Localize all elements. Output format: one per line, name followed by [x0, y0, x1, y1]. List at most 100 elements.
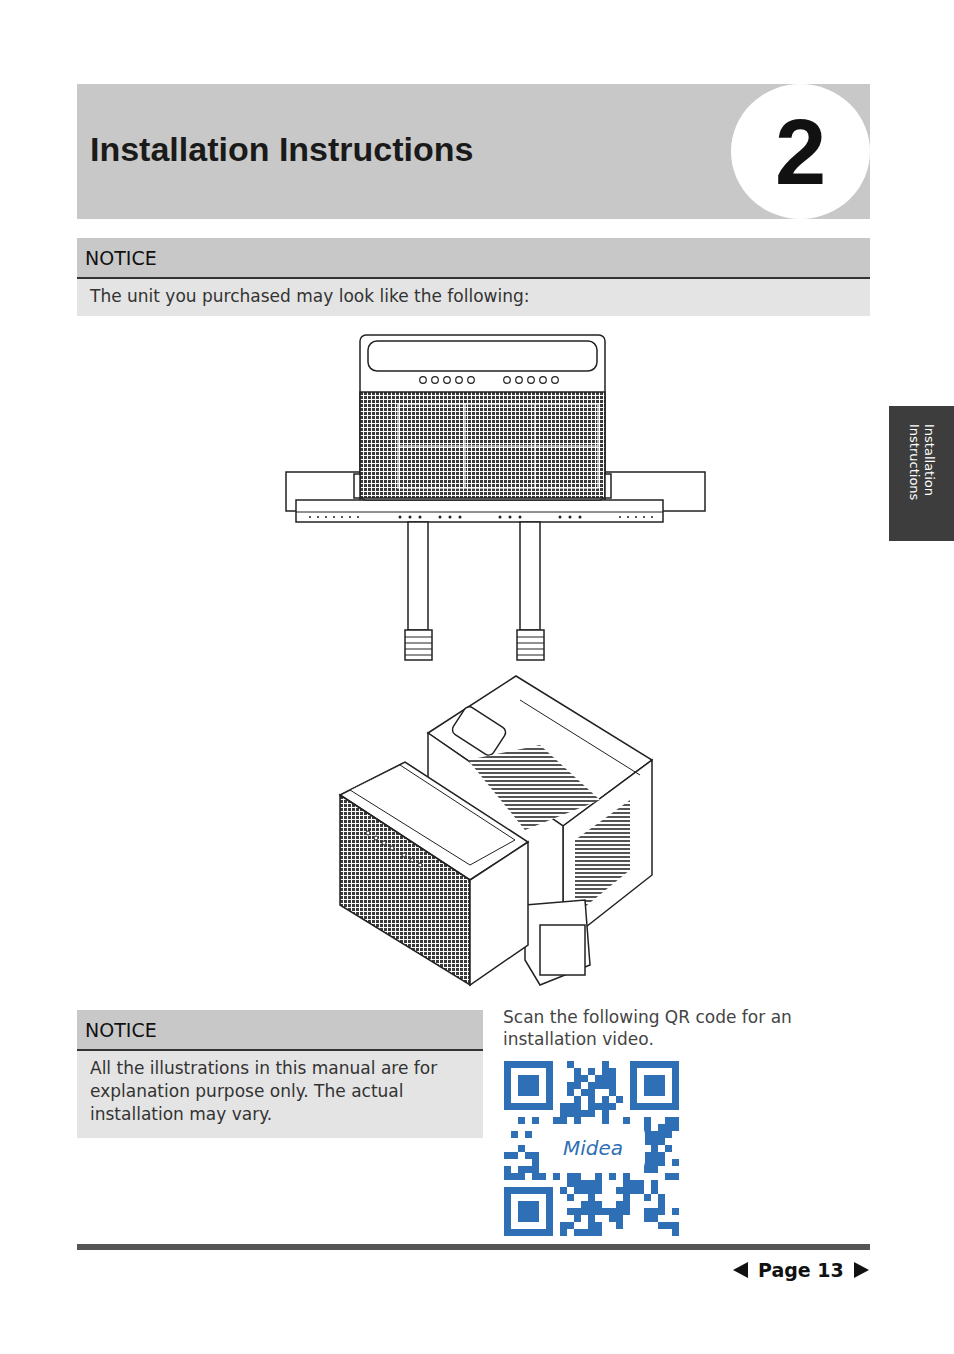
qr-module [574, 1229, 581, 1236]
qr-module [574, 1208, 581, 1215]
qr-module [658, 1138, 665, 1145]
qr-module [595, 1222, 602, 1229]
qr-module [567, 1194, 574, 1201]
qr-code [503, 1060, 681, 1236]
qr-module [504, 1075, 511, 1082]
qr-module [637, 1187, 644, 1194]
qr-module [546, 1229, 553, 1236]
qr-module [518, 1173, 525, 1180]
qr-module [672, 1159, 679, 1166]
notice-heading: NOTICE [77, 238, 870, 279]
qr-module [672, 1229, 679, 1236]
qr-module [672, 1089, 679, 1096]
qr-module [588, 1208, 595, 1215]
qr-module [546, 1215, 553, 1222]
qr-module [574, 1187, 581, 1194]
qr-module [525, 1201, 532, 1208]
qr-module [525, 1061, 532, 1068]
notice-box: NOTICEThe unit you purchased may look li… [77, 238, 870, 316]
qr-module [630, 1089, 637, 1096]
qr-module [616, 1096, 623, 1103]
qr-module [574, 1075, 581, 1082]
qr-module [546, 1103, 553, 1110]
qr-module [651, 1061, 658, 1068]
qr-module [637, 1061, 644, 1068]
notice-body: All the illustrations in this manual are… [77, 1051, 483, 1138]
qr-module [588, 1229, 595, 1236]
qr-module [504, 1173, 511, 1180]
qr-module [672, 1173, 679, 1180]
qr-module [532, 1201, 539, 1208]
qr-module [623, 1173, 630, 1180]
qr-module [616, 1215, 623, 1222]
chapter-number: 2 [775, 106, 826, 198]
qr-module [616, 1222, 623, 1229]
qr-module [630, 1068, 637, 1075]
qr-module [574, 1215, 581, 1222]
qr-module [644, 1215, 651, 1222]
qr-module [609, 1103, 616, 1110]
qr-module [651, 1131, 658, 1138]
qr-module [644, 1208, 651, 1215]
qr-module [546, 1187, 553, 1194]
qr-module [623, 1180, 630, 1187]
qr-module [504, 1089, 511, 1096]
qr-module [574, 1082, 581, 1089]
qr-module [539, 1061, 546, 1068]
qr-module [630, 1180, 637, 1187]
qr-module [623, 1187, 630, 1194]
qr-module [588, 1068, 595, 1075]
qr-module [602, 1082, 609, 1089]
qr-module [588, 1201, 595, 1208]
qr-module [623, 1194, 630, 1201]
qr-module [546, 1201, 553, 1208]
chapter-circle: 2 [731, 84, 870, 219]
next-arrow [854, 1262, 869, 1278]
qr-module [672, 1208, 679, 1215]
qr-module [546, 1089, 553, 1096]
qr-module [518, 1201, 525, 1208]
perspective-view-unit [340, 676, 652, 985]
qr-module [595, 1075, 602, 1082]
qr-module [539, 1103, 546, 1110]
qr-module [546, 1222, 553, 1229]
qr-module [511, 1187, 518, 1194]
qr-module [665, 1103, 672, 1110]
qr-module [609, 1215, 616, 1222]
qr-module [525, 1075, 532, 1082]
qr-module [525, 1187, 532, 1194]
qr-module [574, 1173, 581, 1180]
qr-module [567, 1208, 574, 1215]
qr-module [651, 1187, 658, 1194]
qr-module [560, 1222, 567, 1229]
qr-module [532, 1208, 539, 1215]
qr-module [651, 1152, 658, 1159]
qr-module [658, 1124, 665, 1131]
qr-module [595, 1187, 602, 1194]
qr-module [581, 1075, 588, 1082]
qr-module [644, 1159, 651, 1166]
qr-module [546, 1096, 553, 1103]
qr-module [658, 1089, 665, 1096]
qr-module [651, 1103, 658, 1110]
qr-module [532, 1103, 539, 1110]
qr-module [518, 1187, 525, 1194]
qr-module [511, 1152, 518, 1159]
qr-module [532, 1082, 539, 1089]
qr-module [672, 1096, 679, 1103]
qr-module [567, 1173, 574, 1180]
qr-module [574, 1096, 581, 1103]
qr-module [658, 1131, 665, 1138]
qr-module [609, 1075, 616, 1082]
qr-module [546, 1061, 553, 1068]
qr-module [651, 1215, 658, 1222]
qr-module [532, 1173, 539, 1180]
qr-module [651, 1138, 658, 1145]
qr-module [637, 1103, 644, 1110]
qr-module [588, 1194, 595, 1201]
qr-module [672, 1075, 679, 1082]
qr-module [651, 1082, 658, 1089]
qr-module [525, 1103, 532, 1110]
qr-module [546, 1194, 553, 1201]
qr-module [560, 1103, 567, 1110]
